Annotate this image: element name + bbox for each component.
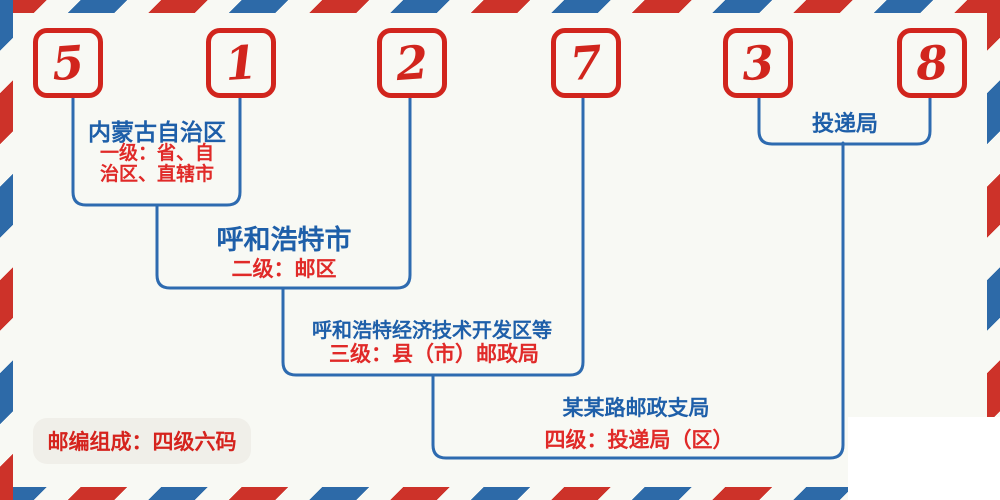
postal-digit: 1	[223, 34, 259, 92]
airmail-border-left	[0, 0, 13, 500]
postal-digit: 8	[914, 34, 950, 92]
airmail-border-bottom	[0, 487, 1000, 500]
level1-desc-line2: 治区、直辖市	[99, 163, 215, 185]
footer-note-pill: 邮编组成：四级六码	[33, 418, 251, 464]
postal-digit-box-5: 3	[723, 28, 793, 98]
footer-note-text: 邮编组成：四级六码	[47, 430, 237, 454]
postal-digit-box-1: 5	[33, 28, 103, 98]
bracket-level4	[431, 141, 845, 460]
postal-digit: 5	[50, 34, 86, 92]
postal-digit: 3	[740, 34, 776, 92]
postal-digit: 7	[568, 34, 604, 92]
level4-office-label: 某某路邮政支局	[562, 396, 710, 420]
level1-region-label: 内蒙古自治区	[88, 120, 226, 146]
corner-white-patch	[848, 417, 1000, 500]
level3-desc: 三级：县（市）邮政局	[329, 342, 539, 366]
airmail-border-right	[987, 0, 1000, 500]
level1-desc-line1: 一级：省、自	[99, 142, 215, 164]
level3-area-label: 呼和浩特经济技术开发区等	[312, 318, 552, 342]
bracket-delivery	[757, 95, 932, 146]
postal-digit: 2	[394, 34, 430, 92]
postal-digit-box-3: 2	[377, 28, 447, 98]
postal-digit-box-4: 7	[551, 28, 621, 98]
delivery-office-label: 投递局	[811, 112, 879, 137]
postal-digit-box-6: 8	[897, 28, 967, 98]
level4-desc: 四级：投递局（区）	[544, 428, 734, 452]
airmail-border-top	[0, 0, 1000, 13]
level2-desc: 二级：邮区	[231, 257, 337, 281]
postal-digit-box-2: 1	[206, 28, 276, 98]
level1-desc: 一级：省、自 治区、直辖市	[100, 143, 214, 185]
level2-city-label: 呼和浩特市	[216, 225, 352, 256]
